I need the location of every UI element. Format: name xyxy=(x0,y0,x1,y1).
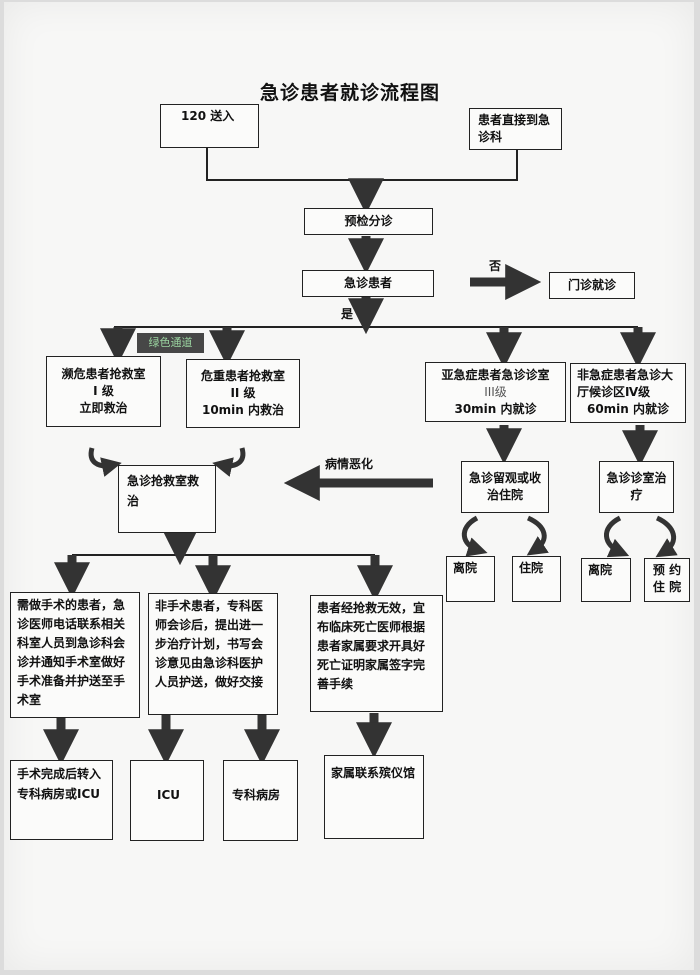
green-channel-tag: 绿色通道 xyxy=(137,333,204,353)
entry-ambulance-label: 120 送入 xyxy=(181,109,235,123)
entry-direct-box: 患者直接到急诊科 xyxy=(469,108,562,150)
icu-label: ICU xyxy=(157,788,181,802)
triage-box: 预检分诊 xyxy=(304,208,433,235)
appointment-admit-box: 预 约住 院 xyxy=(644,558,690,602)
funeral-label: 家属联系殡仪馆 xyxy=(331,766,416,780)
level3-grade: III级 xyxy=(484,384,507,399)
rescue-room-label: 急诊抢救室救治 xyxy=(127,474,200,508)
death-box: 患者经抢救无效，宜布临床死亡医师根据患者家属要求开具好死亡证明家属签字完善手续 xyxy=(310,595,443,712)
level4-name: 非急症患者急诊大厅候诊区Ⅳ级 xyxy=(577,368,674,399)
level2-grade: II 级 xyxy=(230,386,256,400)
page-title: 急诊患者就诊流程图 xyxy=(259,82,440,104)
clinic-treat-box: 急诊诊室治疗 xyxy=(599,461,674,513)
non-surgery-box: 非手术患者，专科医师会诊后，提出进一步治疗计划，书写会诊意见由急诊科医护人员护送… xyxy=(148,593,278,715)
leave-box-1: 离院 xyxy=(446,556,495,602)
level4-box: 非急症患者急诊大厅候诊区Ⅳ级 60min 内就诊 xyxy=(570,363,686,423)
entry-ambulance-box: 120 送入 xyxy=(160,104,259,148)
leave-label-1: 离院 xyxy=(453,561,478,575)
worsen-label: 病情恶化 xyxy=(325,457,374,471)
level1-grade: I 级 xyxy=(93,384,114,398)
no-label: 否 xyxy=(489,259,502,273)
level3-action: 30min 内就诊 xyxy=(454,401,537,416)
admit-box: 住院 xyxy=(512,556,561,602)
surgery-box: 需做手术的患者，急诊医师电话联系相关科室人员到急诊科会诊并通知手术室做好手术准备… xyxy=(10,592,140,718)
observe-label: 急诊留观或收治住院 xyxy=(468,471,541,502)
leave-label-2: 离院 xyxy=(588,563,613,577)
emergency-patient-box: 急诊患者 xyxy=(302,270,434,297)
after-surgery-box: 手术完成后转入专科病房或ICU xyxy=(10,760,113,840)
leave-box-2: 离院 xyxy=(581,558,631,602)
outpatient-box: 门诊就诊 xyxy=(549,272,635,299)
level2-action: 10min 内救治 xyxy=(201,403,285,417)
entry-direct-label: 患者直接到急诊科 xyxy=(478,113,551,144)
admit-label: 住院 xyxy=(519,561,544,575)
level3-name: 亚急症患者急诊诊室 xyxy=(441,367,550,382)
yes-label: 是 xyxy=(341,307,354,321)
appointment-admit-label: 预 约住 院 xyxy=(652,563,682,594)
level1-box: 濒危患者抢救室 I 级 立即救治 xyxy=(46,356,161,427)
death-label: 患者经抢救无效，宜布临床死亡医师根据患者家属要求开具好死亡证明家属签字完善手续 xyxy=(317,601,426,691)
level2-name: 危重患者抢救室 xyxy=(200,369,285,383)
observe-box: 急诊留观或收治住院 xyxy=(461,461,549,513)
non-surgery-label: 非手术患者，专科医师会诊后，提出进一步治疗计划，书写会诊意见由急诊科医护人员护送… xyxy=(155,599,264,689)
rescue-room-box: 急诊抢救室救治 xyxy=(118,465,216,533)
emergency-patient-label: 急诊患者 xyxy=(343,276,392,290)
after-surgery-label: 手术完成后转入专科病房或ICU xyxy=(17,767,102,801)
clinic-treat-label: 急诊诊室治疗 xyxy=(606,471,667,502)
level2-box: 危重患者抢救室 II 级 10min 内救治 xyxy=(186,359,300,428)
level4-action: 60min 内就诊 xyxy=(586,402,670,416)
funeral-box: 家属联系殡仪馆 xyxy=(324,755,424,839)
level1-action: 立即救治 xyxy=(79,401,128,415)
specialty-ward-box: 专科病房 xyxy=(223,760,298,841)
level1-name: 濒危患者抢救室 xyxy=(61,367,146,381)
surgery-label: 需做手术的患者，急诊医师电话联系相关科室人员到急诊科会诊并通知手术室做好手术准备… xyxy=(17,598,126,707)
specialty-ward-label: 专科病房 xyxy=(232,788,281,802)
triage-label: 预检分诊 xyxy=(344,214,393,228)
icu-box: ICU xyxy=(130,760,204,841)
outpatient-label: 门诊就诊 xyxy=(567,278,616,292)
level3-box: 亚急症患者急诊诊室 III级 30min 内就诊 xyxy=(425,362,566,422)
